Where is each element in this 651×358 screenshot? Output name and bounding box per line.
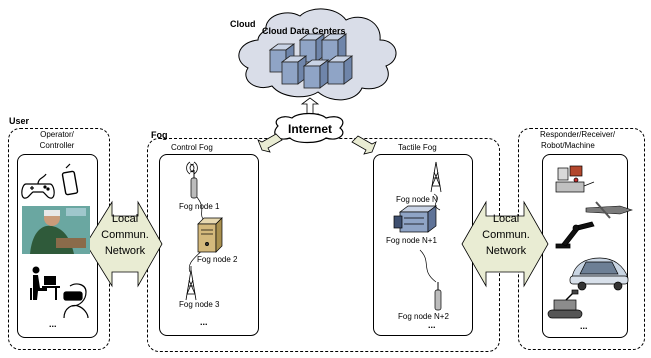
fog-node-n-label: Fog node N: [396, 195, 438, 204]
fog-node-n2-label: Fog node N+2: [398, 312, 449, 321]
cloud-label: Cloud: [230, 19, 256, 29]
tactile-fog-panel: [373, 154, 473, 336]
internet-shape: [274, 112, 344, 144]
fog-node-2-server-icon: [197, 217, 223, 253]
responder-panel-title-line2: Robot/Machine: [541, 141, 595, 150]
drone-icon: [585, 201, 633, 219]
internet-tactile-fog-arrow: [351, 135, 377, 155]
operator-photo-icon: [22, 206, 90, 254]
fog-node-3-tower-icon: [185, 266, 197, 301]
user-panel-ellipsis: ...: [49, 319, 57, 329]
user-panel-title-line2: Controller: [39, 141, 75, 150]
autonomous-car-icon: [569, 257, 629, 291]
gamepad-icon: [21, 173, 55, 199]
cloud-server-rack-icon: [268, 33, 354, 89]
cloud-datacenters-label: Cloud Data Centers: [262, 26, 346, 36]
fog-node-1-antenna-icon: [186, 161, 198, 199]
fog-node-n1-router-icon: [393, 205, 438, 233]
local-network-arrow-right: [461, 200, 549, 288]
internet-control-fog-arrow: [257, 133, 283, 153]
responder-panel-title-line1: Responder/Receiver/: [540, 130, 616, 139]
local-network-right-line2: Commun.: [482, 229, 530, 241]
desk-worker-icon: [30, 266, 60, 300]
local-network-left-line2: Commun.: [101, 229, 149, 241]
tactile-fog-link-1: [433, 193, 441, 211]
vr-headset-icon: [63, 283, 89, 319]
local-network-left-line1: Local: [111, 213, 139, 225]
responder-panel-ellipsis: ...: [580, 321, 588, 331]
tablet-icon: [61, 163, 79, 196]
user-group-label: User: [9, 116, 30, 126]
fog-node-n1-label: Fog node N+1: [386, 236, 437, 245]
local-network-right-line1: Local: [492, 213, 520, 225]
fog-node-3-label: Fog node 3: [179, 300, 220, 309]
user-panel-title-line1: Operator/: [40, 130, 74, 139]
control-fog-ellipsis: ...: [200, 317, 208, 327]
control-fog-title: Control Fog: [171, 143, 213, 152]
tactile-fog-ellipsis: ...: [428, 320, 436, 330]
fog-node-1-label: Fog node 1: [179, 202, 220, 211]
local-network-right-line3: Network: [485, 245, 527, 257]
local-network-left-line3: Network: [104, 245, 146, 257]
humanoid-robot-icon: [555, 165, 595, 193]
local-network-arrow-left: [85, 200, 163, 288]
fog-node-n2-antenna-icon: [434, 282, 442, 311]
fog-node-n-tower-icon: [430, 161, 442, 193]
tracked-robot-icon: [547, 289, 583, 319]
internet-label: Internet: [288, 122, 333, 136]
fog-group-label: Fog: [151, 130, 168, 140]
robot-arm-icon: [555, 221, 595, 249]
tactile-fog-title: Tactile Fog: [398, 143, 437, 152]
tactile-fog-link-2: [419, 249, 437, 283]
fog-node-2-label: Fog node 2: [197, 255, 238, 264]
